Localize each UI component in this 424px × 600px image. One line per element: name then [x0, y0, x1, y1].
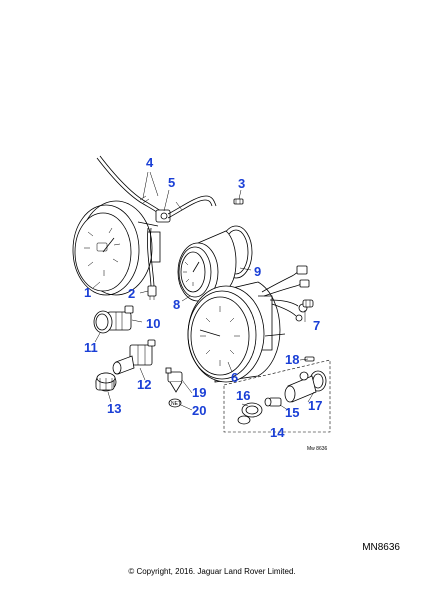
gauge-8: [177, 225, 253, 302]
angle-drive-5: [155, 195, 217, 223]
callout-13: 13: [107, 401, 121, 416]
gauge-6: [187, 281, 286, 383]
callout-11: 11: [84, 340, 98, 355]
switch-12: [112, 339, 156, 375]
callout-16: 16: [236, 388, 250, 403]
callout-20: 20: [192, 403, 206, 418]
bulb-part-3: [233, 198, 244, 205]
cable-2: [147, 227, 157, 300]
leader-lines: [92, 171, 315, 411]
screw-18: [304, 356, 315, 362]
callout-5: 5: [168, 175, 175, 190]
sender-19: [165, 367, 183, 393]
svg-text:NET: NET: [171, 401, 181, 407]
sender-unit-10-11: [93, 305, 134, 334]
callout-10: 10: [146, 316, 160, 331]
washer-20: NET: [168, 398, 182, 408]
callout-18: 18: [285, 352, 299, 367]
callout-7: 7: [313, 318, 320, 333]
callout-8: 8: [173, 297, 180, 312]
callout-2: 2: [128, 286, 135, 301]
inset-reference: Mw 8636: [307, 446, 328, 452]
callout-4: 4: [146, 155, 154, 170]
callout-12: 12: [137, 377, 151, 392]
callout-9: 9: [254, 264, 261, 279]
callout-1: 1: [84, 285, 91, 300]
bulb-holder-15: [264, 397, 282, 407]
diagram-reference: MN8636: [362, 542, 400, 553]
lamp-holder-7: [302, 299, 314, 308]
inset-detail: Mw 8636: [223, 356, 331, 452]
callout-14: 14: [270, 425, 285, 440]
gauge-1: [72, 200, 161, 296]
knob-13: [95, 372, 117, 392]
callout-15: 15: [285, 405, 299, 420]
copyright-notice: © Copyright, 2016. Jaguar Land Rover Lim…: [128, 567, 296, 576]
callout-3: 3: [238, 176, 245, 191]
lamp-assembly-17: [284, 370, 327, 403]
callout-labels: 1 2 3 4 5 6 7 8 9 10 11 12 13 14 15 16 1…: [84, 155, 322, 440]
lens-16: [237, 402, 263, 425]
callout-19: 19: [192, 385, 206, 400]
callout-6: 6: [231, 370, 238, 385]
callout-17: 17: [308, 398, 322, 413]
